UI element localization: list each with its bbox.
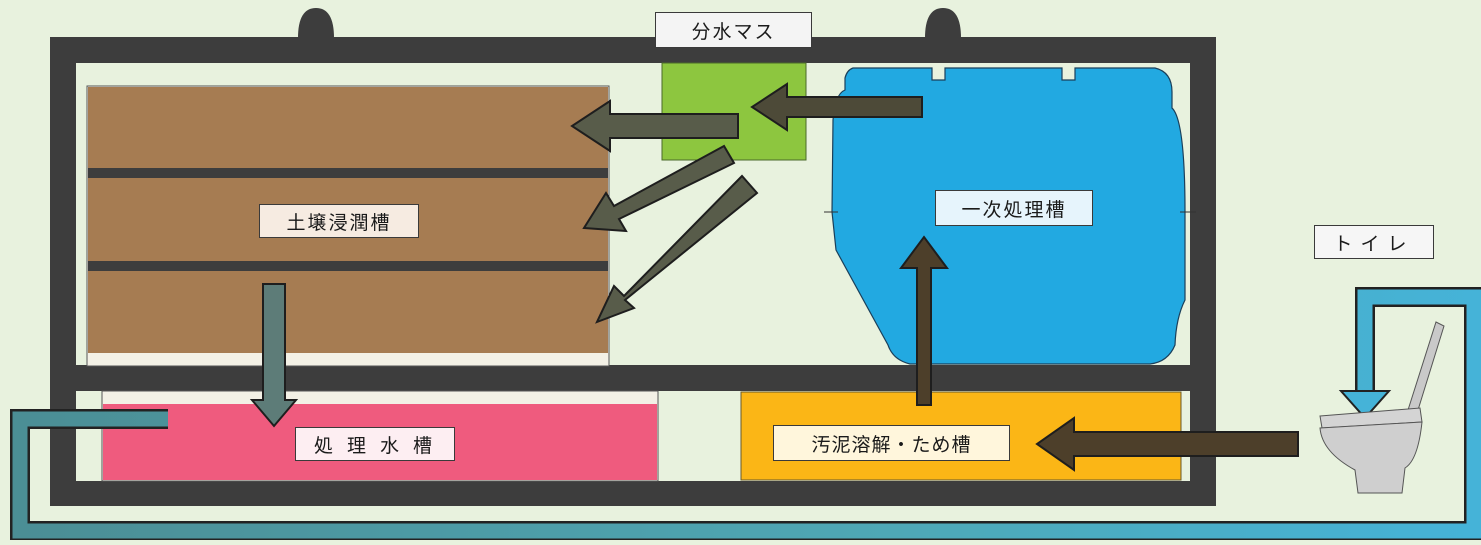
arrow-soil-to-treated — [249, 283, 299, 428]
primary-treatment-tank-label: 一次処理槽 — [935, 190, 1093, 226]
flow-arrows — [249, 82, 1299, 472]
arrow-box-to-soil-bottom — [595, 174, 759, 324]
arrow-sludge-to-primary — [899, 235, 949, 406]
arrow-tank-to-box — [750, 82, 923, 132]
arrow-toilet-to-sludge — [1035, 416, 1299, 472]
sludge-dissolving-tank-label: 汚泥溶解・ため槽 — [773, 425, 1010, 461]
vent-left — [298, 8, 334, 38]
toilet-label: トイレ — [1314, 225, 1434, 259]
vent-right — [925, 8, 961, 38]
partition-wall — [76, 365, 1190, 391]
treated-water-tank-label: 処 理 水 槽 — [295, 427, 455, 461]
soil-infiltration-tank-label: 土壌浸潤槽 — [259, 204, 419, 238]
soil-infiltration-tank — [86, 85, 610, 367]
toilet-icon — [1319, 321, 1445, 494]
outlet-pipe-fill — [12, 289, 1481, 539]
arrow-box-to-soil-mid — [582, 144, 736, 233]
pipe-arrowhead — [1338, 390, 1392, 420]
arrow-box-to-soil-top — [570, 99, 739, 153]
distribution-box-label: 分水マス — [655, 12, 812, 48]
